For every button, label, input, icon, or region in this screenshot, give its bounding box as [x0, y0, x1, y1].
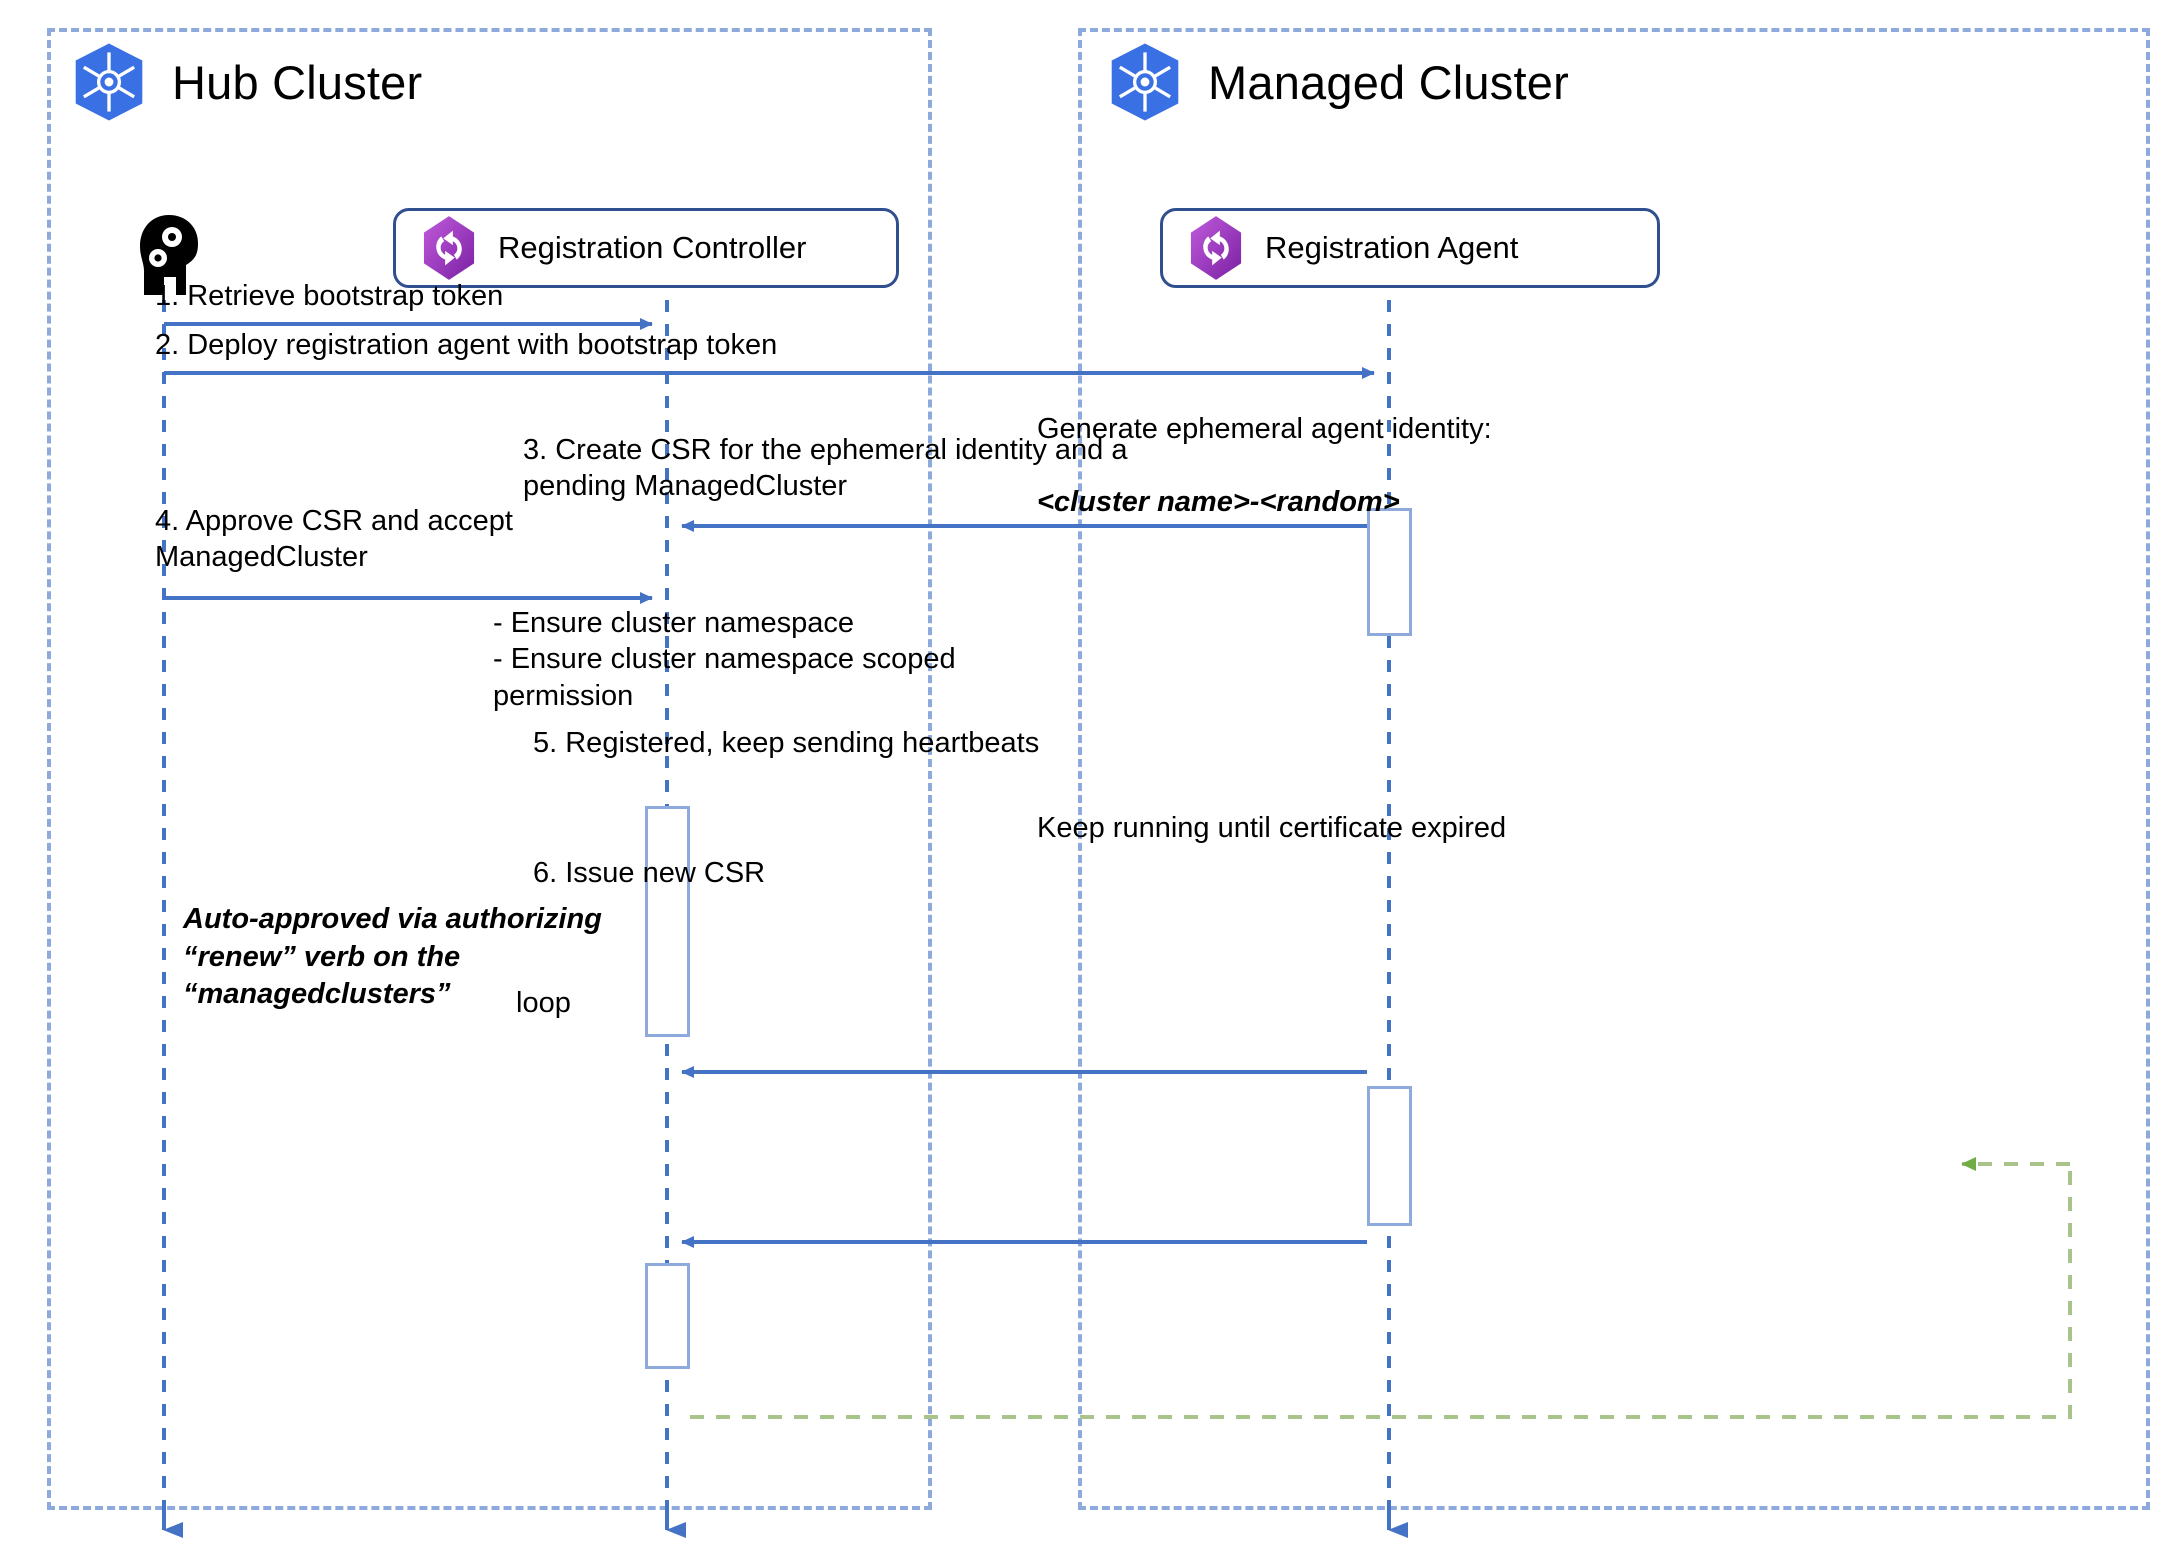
activation-bar-controller-1	[645, 806, 690, 1037]
activation-bar-controller-2	[645, 1263, 690, 1369]
hub-cluster-frame	[47, 28, 932, 1510]
note-agent-identity-line2: <cluster name>-<random>	[1037, 485, 1400, 518]
hub-cluster-title-label: Hub Cluster	[172, 55, 423, 109]
participant-registration-agent[interactable]: Registration Agent	[1160, 208, 1660, 288]
message-label-3: 3. Create CSR for the ephemeral identity…	[523, 434, 1128, 503]
hub-cluster-title: Hub Cluster	[72, 42, 422, 122]
message-label-5: 5. Registered, keep sending heartbeats	[533, 727, 1040, 759]
message-label-2: 2. Deploy registration agent with bootst…	[155, 329, 778, 361]
participant-label-registration-agent: Registration Agent	[1265, 230, 1519, 265]
managed-cluster-title-label: Managed Cluster	[1208, 55, 1569, 109]
kubernetes-icon	[75, 43, 143, 121]
open-cluster-management-icon	[423, 216, 475, 280]
message-label-1: 1. Retrieve bootstrap token	[155, 280, 504, 312]
note-auto-approved: Auto-approved via authorizing “renew” ve…	[183, 903, 602, 1011]
note-keep-running: Keep running until certificate expired	[1037, 812, 1507, 844]
note-agent-identity-line1: Generate ephemeral agent identity:	[1037, 413, 1492, 446]
participant-label-registration-controller: Registration Controller	[498, 230, 807, 265]
managed-cluster-title: Managed Cluster	[1108, 42, 1569, 122]
loop-label: loop	[516, 987, 571, 1019]
activation-bar-agent-2	[1367, 1086, 1412, 1226]
message-label-6: 6. Issue new CSR	[533, 857, 766, 889]
open-cluster-management-icon	[1190, 216, 1242, 280]
message-label-4: 4. Approve CSR and accept ManagedCluster	[155, 505, 513, 574]
note-generate-agent-identity: Generate ephemeral agent identity: <clus…	[1037, 375, 1492, 556]
participant-registration-controller[interactable]: Registration Controller	[393, 208, 899, 288]
activation-bar-agent-1	[1367, 508, 1412, 636]
note-controller-actions: - Ensure cluster namespace - Ensure clus…	[493, 607, 956, 712]
user-gears-head-icon	[140, 215, 198, 295]
managed-cluster-frame	[1078, 28, 2150, 1510]
kubernetes-icon	[1111, 43, 1179, 121]
